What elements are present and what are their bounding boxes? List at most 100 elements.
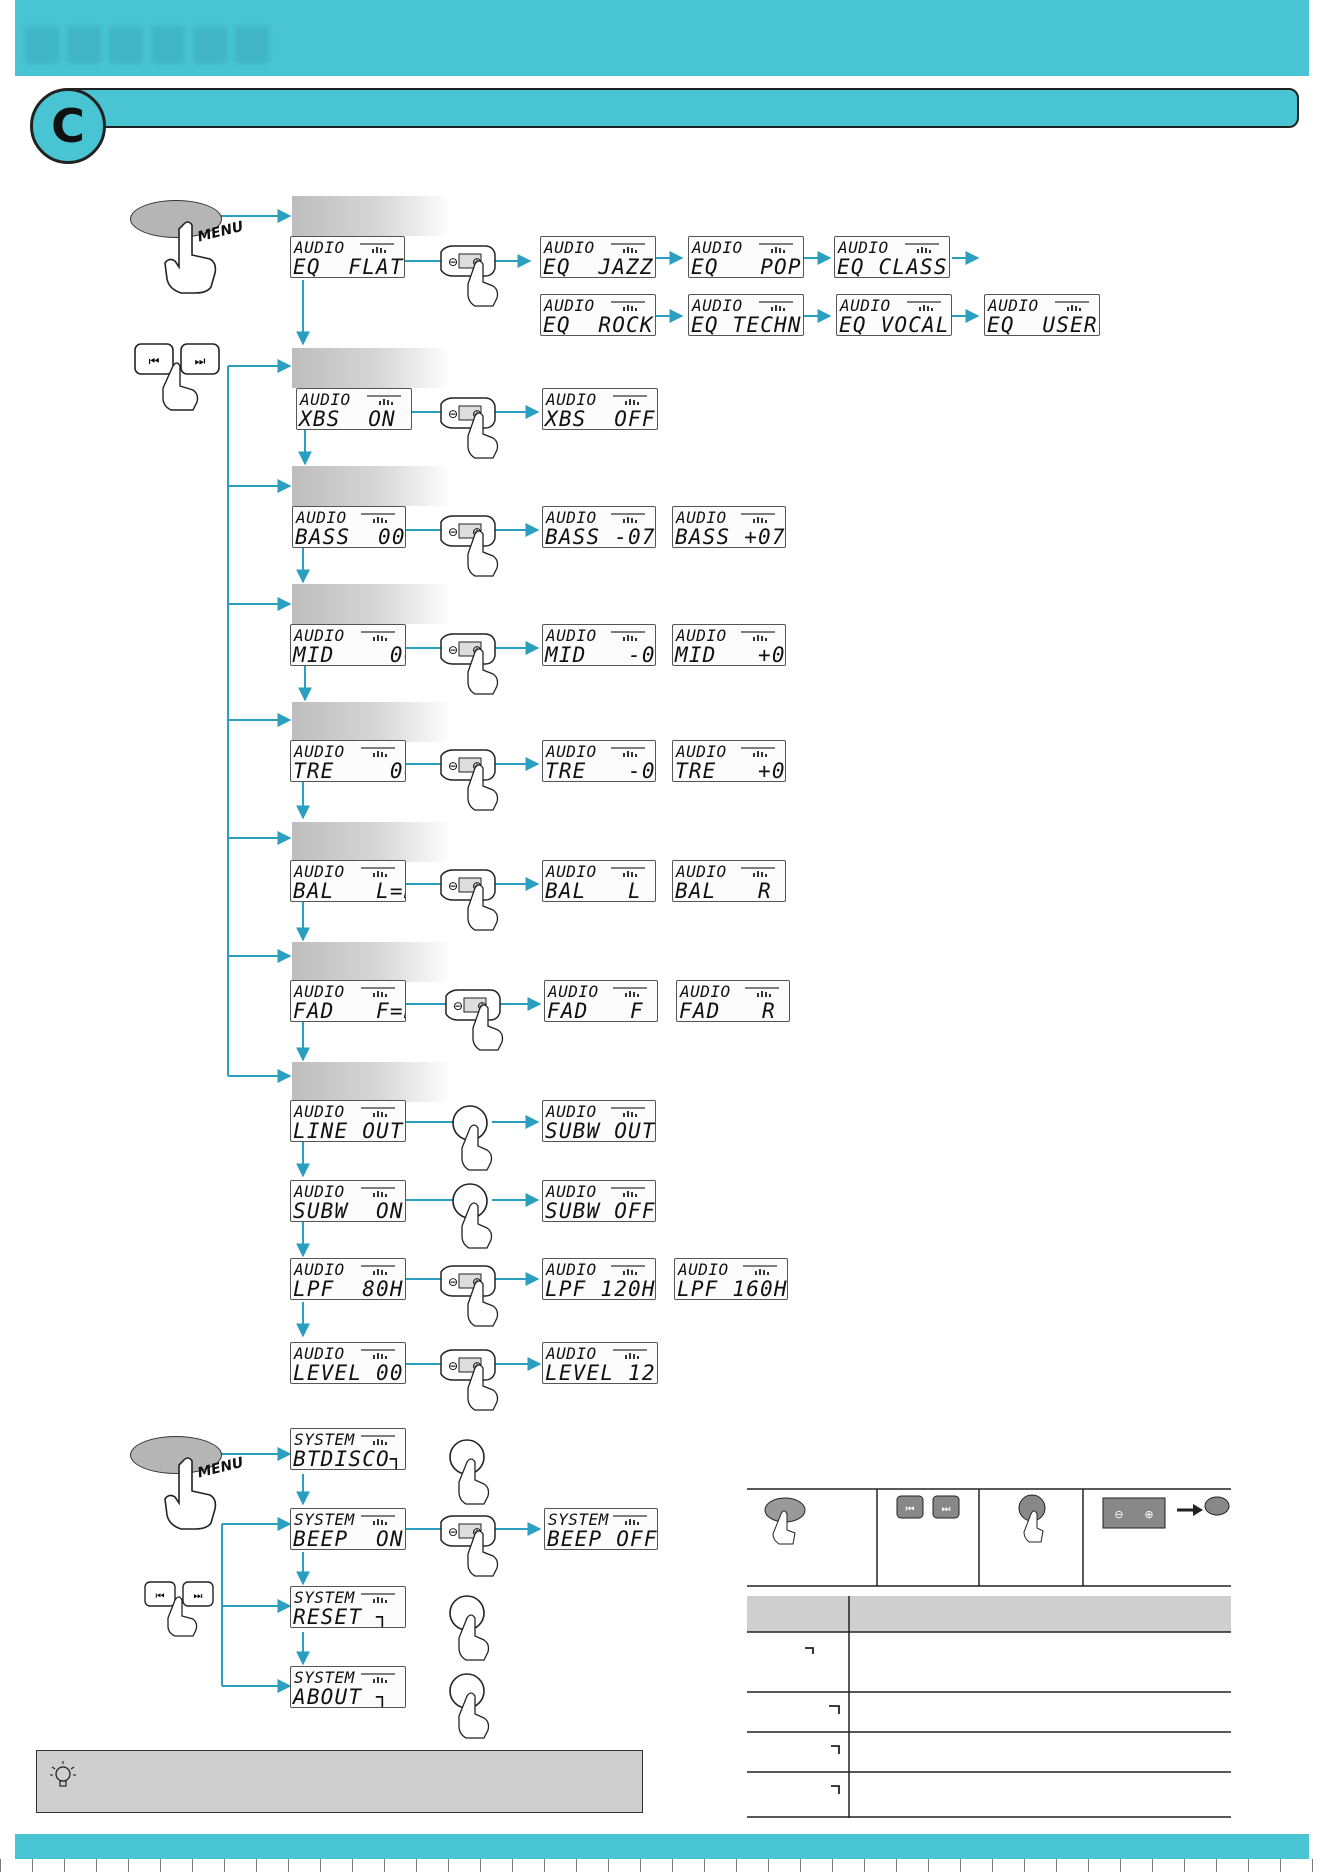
lcd-level-indicator — [613, 1515, 647, 1525]
top-header-band — [15, 0, 1309, 76]
eq-heading-band — [292, 196, 452, 236]
lcd-level-indicator — [741, 513, 775, 523]
svg-text:⏮: ⏮ — [156, 1591, 165, 1602]
system-menu-button-icon — [130, 1436, 222, 1474]
lcd-level-indicator — [361, 987, 395, 997]
lcd-level-indicator — [613, 987, 647, 997]
svg-text:⏮: ⏮ — [149, 354, 160, 368]
lcd-level-indicator — [611, 1107, 645, 1117]
lcd-level-indicator — [361, 513, 395, 523]
press-hand-icon — [164, 221, 217, 294]
fad-heading-band — [292, 942, 452, 982]
enter-symbol — [831, 1745, 840, 1754]
lcd-level-indicator — [367, 395, 401, 405]
lcd-level-indicator — [361, 1515, 395, 1525]
bass-heading-band — [292, 466, 452, 506]
lcd-level-indicator — [613, 1349, 647, 1359]
lcd-level-indicator — [361, 747, 395, 757]
svg-text:⏭: ⏭ — [195, 354, 206, 368]
lcd-level-indicator — [361, 1187, 395, 1197]
lcd-level-indicator — [611, 867, 645, 877]
svg-text:⏭: ⏭ — [194, 1591, 203, 1602]
legend-knob-icon: ⊖ ⊕ — [1102, 1496, 1230, 1529]
lcd-level-indicator — [611, 513, 645, 523]
lcd-level-indicator — [361, 631, 395, 641]
lcd-level-indicator — [611, 301, 645, 311]
section-c-badge: C — [30, 88, 106, 164]
lcd-level-indicator — [745, 987, 779, 997]
lcd-level-indicator — [741, 631, 775, 641]
bal-heading-band — [292, 822, 452, 862]
lightbulb-tip-icon — [50, 1761, 76, 1787]
svg-text:⏮: ⏮ — [906, 1504, 915, 1515]
system-press-hand-icon — [164, 1457, 217, 1530]
svg-text:⊕: ⊕ — [1144, 1508, 1153, 1521]
lcd-level-indicator — [361, 1107, 395, 1117]
enter-symbol — [805, 1647, 814, 1654]
lcd-level-indicator — [611, 747, 645, 757]
footer-ruler — [0, 1859, 1324, 1872]
lcd-level-indicator — [741, 747, 775, 757]
tip-note-box — [36, 1750, 643, 1813]
lcd-level-indicator — [1055, 301, 1089, 311]
seek-buttons-icon: ⏮ ⏭ — [134, 343, 220, 411]
lcd-level-indicator — [611, 631, 645, 641]
system-seek-buttons-icon: ⏮ ⏭ — [144, 1581, 214, 1637]
lcd-level-indicator — [361, 1673, 395, 1683]
lcd-level-indicator — [907, 301, 941, 311]
tre-heading-band — [292, 702, 452, 742]
control-legend-table: ⏮ ⏭ ⊖ ⊕ — [747, 1488, 1231, 1818]
section-letter: C — [51, 99, 85, 153]
svg-text:⊖: ⊖ — [1114, 1508, 1123, 1521]
lineout-heading-band — [292, 1062, 452, 1102]
enter-symbol — [831, 1785, 840, 1794]
lcd-level-indicator — [905, 243, 939, 253]
lcd-level-indicator — [611, 1265, 645, 1275]
legend-menu-icon — [764, 1497, 806, 1545]
legend-seek-icon: ⏮ ⏭ — [896, 1495, 960, 1519]
lcd-level-indicator — [361, 1265, 395, 1275]
lcd-level-indicator — [361, 1435, 395, 1445]
svg-text:⏭: ⏭ — [942, 1504, 951, 1515]
lcd-level-indicator — [361, 1349, 395, 1359]
lcd-level-indicator — [613, 395, 647, 405]
lcd-level-indicator — [611, 1187, 645, 1197]
legend-tap-icon — [1018, 1494, 1046, 1543]
footer-band — [15, 1834, 1309, 1859]
lcd-level-indicator — [759, 301, 793, 311]
xbs-heading-band — [292, 348, 452, 388]
mid-heading-band — [292, 584, 452, 624]
